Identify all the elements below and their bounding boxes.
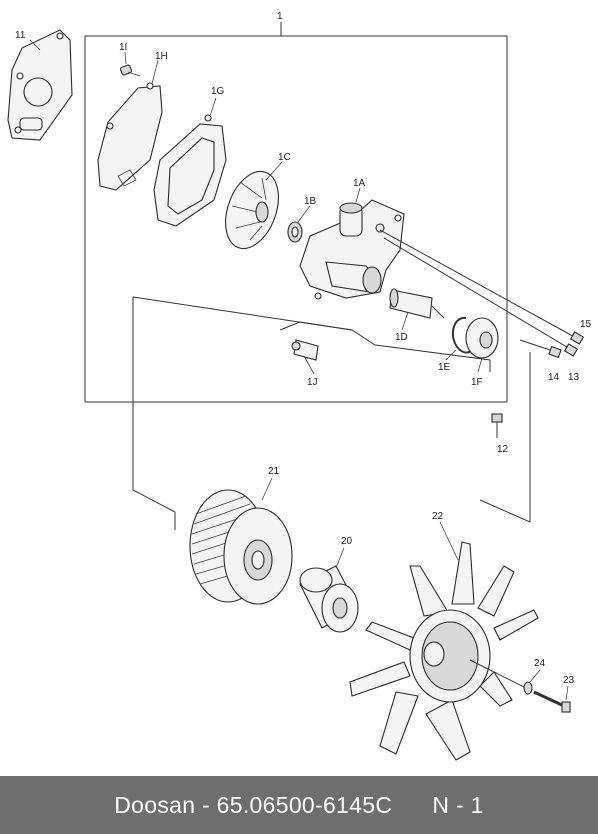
label-12: 12: [497, 444, 509, 455]
label-1d: 1D: [395, 332, 408, 343]
label-22: 22: [432, 511, 444, 522]
assembly-frame: [84, 35, 508, 403]
label-14: 14: [548, 372, 560, 383]
bolt-12: [491, 413, 503, 438]
label-1: 1: [277, 11, 283, 22]
fan-22: [349, 541, 539, 761]
lower-frame-right: [479, 352, 531, 523]
label-1g: 1G: [211, 86, 225, 97]
label-1j: 1J: [307, 377, 318, 388]
seal-1b: [287, 221, 303, 243]
lower-frame-bolt: [279, 321, 353, 331]
sensor-1j: [291, 339, 319, 361]
gasket-1g: [153, 114, 227, 227]
label-1a: 1A: [353, 178, 366, 189]
parts-diagram: 1 11 1I 1H 1G 1C 1B 1A 15 1D 1E 1F 14 13…: [7, 11, 592, 761]
bolts-13-15: [379, 229, 585, 359]
hub-1f: [465, 317, 499, 359]
label-11: 11: [15, 30, 26, 41]
leader-lines: [29, 39, 569, 701]
lower-frame-top: [132, 296, 491, 372]
impeller-1c: [225, 170, 279, 250]
gasket-11: [7, 29, 73, 141]
footer-bar: Doosan - 65.06500-6145C N - 1: [0, 776, 598, 834]
footer-caption: Doosan - 65.06500-6145C N - 1: [114, 791, 484, 818]
label-1c: 1C: [278, 152, 291, 163]
lower-frame: [132, 297, 176, 530]
label-1h: 1H: [155, 51, 168, 62]
pulley-21: [189, 489, 293, 605]
bolt-1i: [119, 64, 141, 77]
label-21: 21: [268, 466, 280, 477]
gasket-1h: [97, 82, 163, 191]
label-1f: 1F: [471, 377, 483, 388]
bolt-23-washer-24: [469, 659, 571, 713]
housing-1a: [299, 199, 405, 300]
label-20: 20: [341, 536, 353, 547]
shaft-1d: [389, 288, 445, 319]
label-15: 15: [580, 319, 592, 330]
label-1b: 1B: [304, 196, 317, 207]
label-1e: 1E: [438, 362, 451, 373]
label-1i: 1I: [119, 42, 127, 53]
label-23: 23: [563, 675, 575, 686]
spacer-20: [299, 565, 359, 633]
label-13: 13: [568, 372, 580, 383]
label-24: 24: [534, 658, 546, 669]
